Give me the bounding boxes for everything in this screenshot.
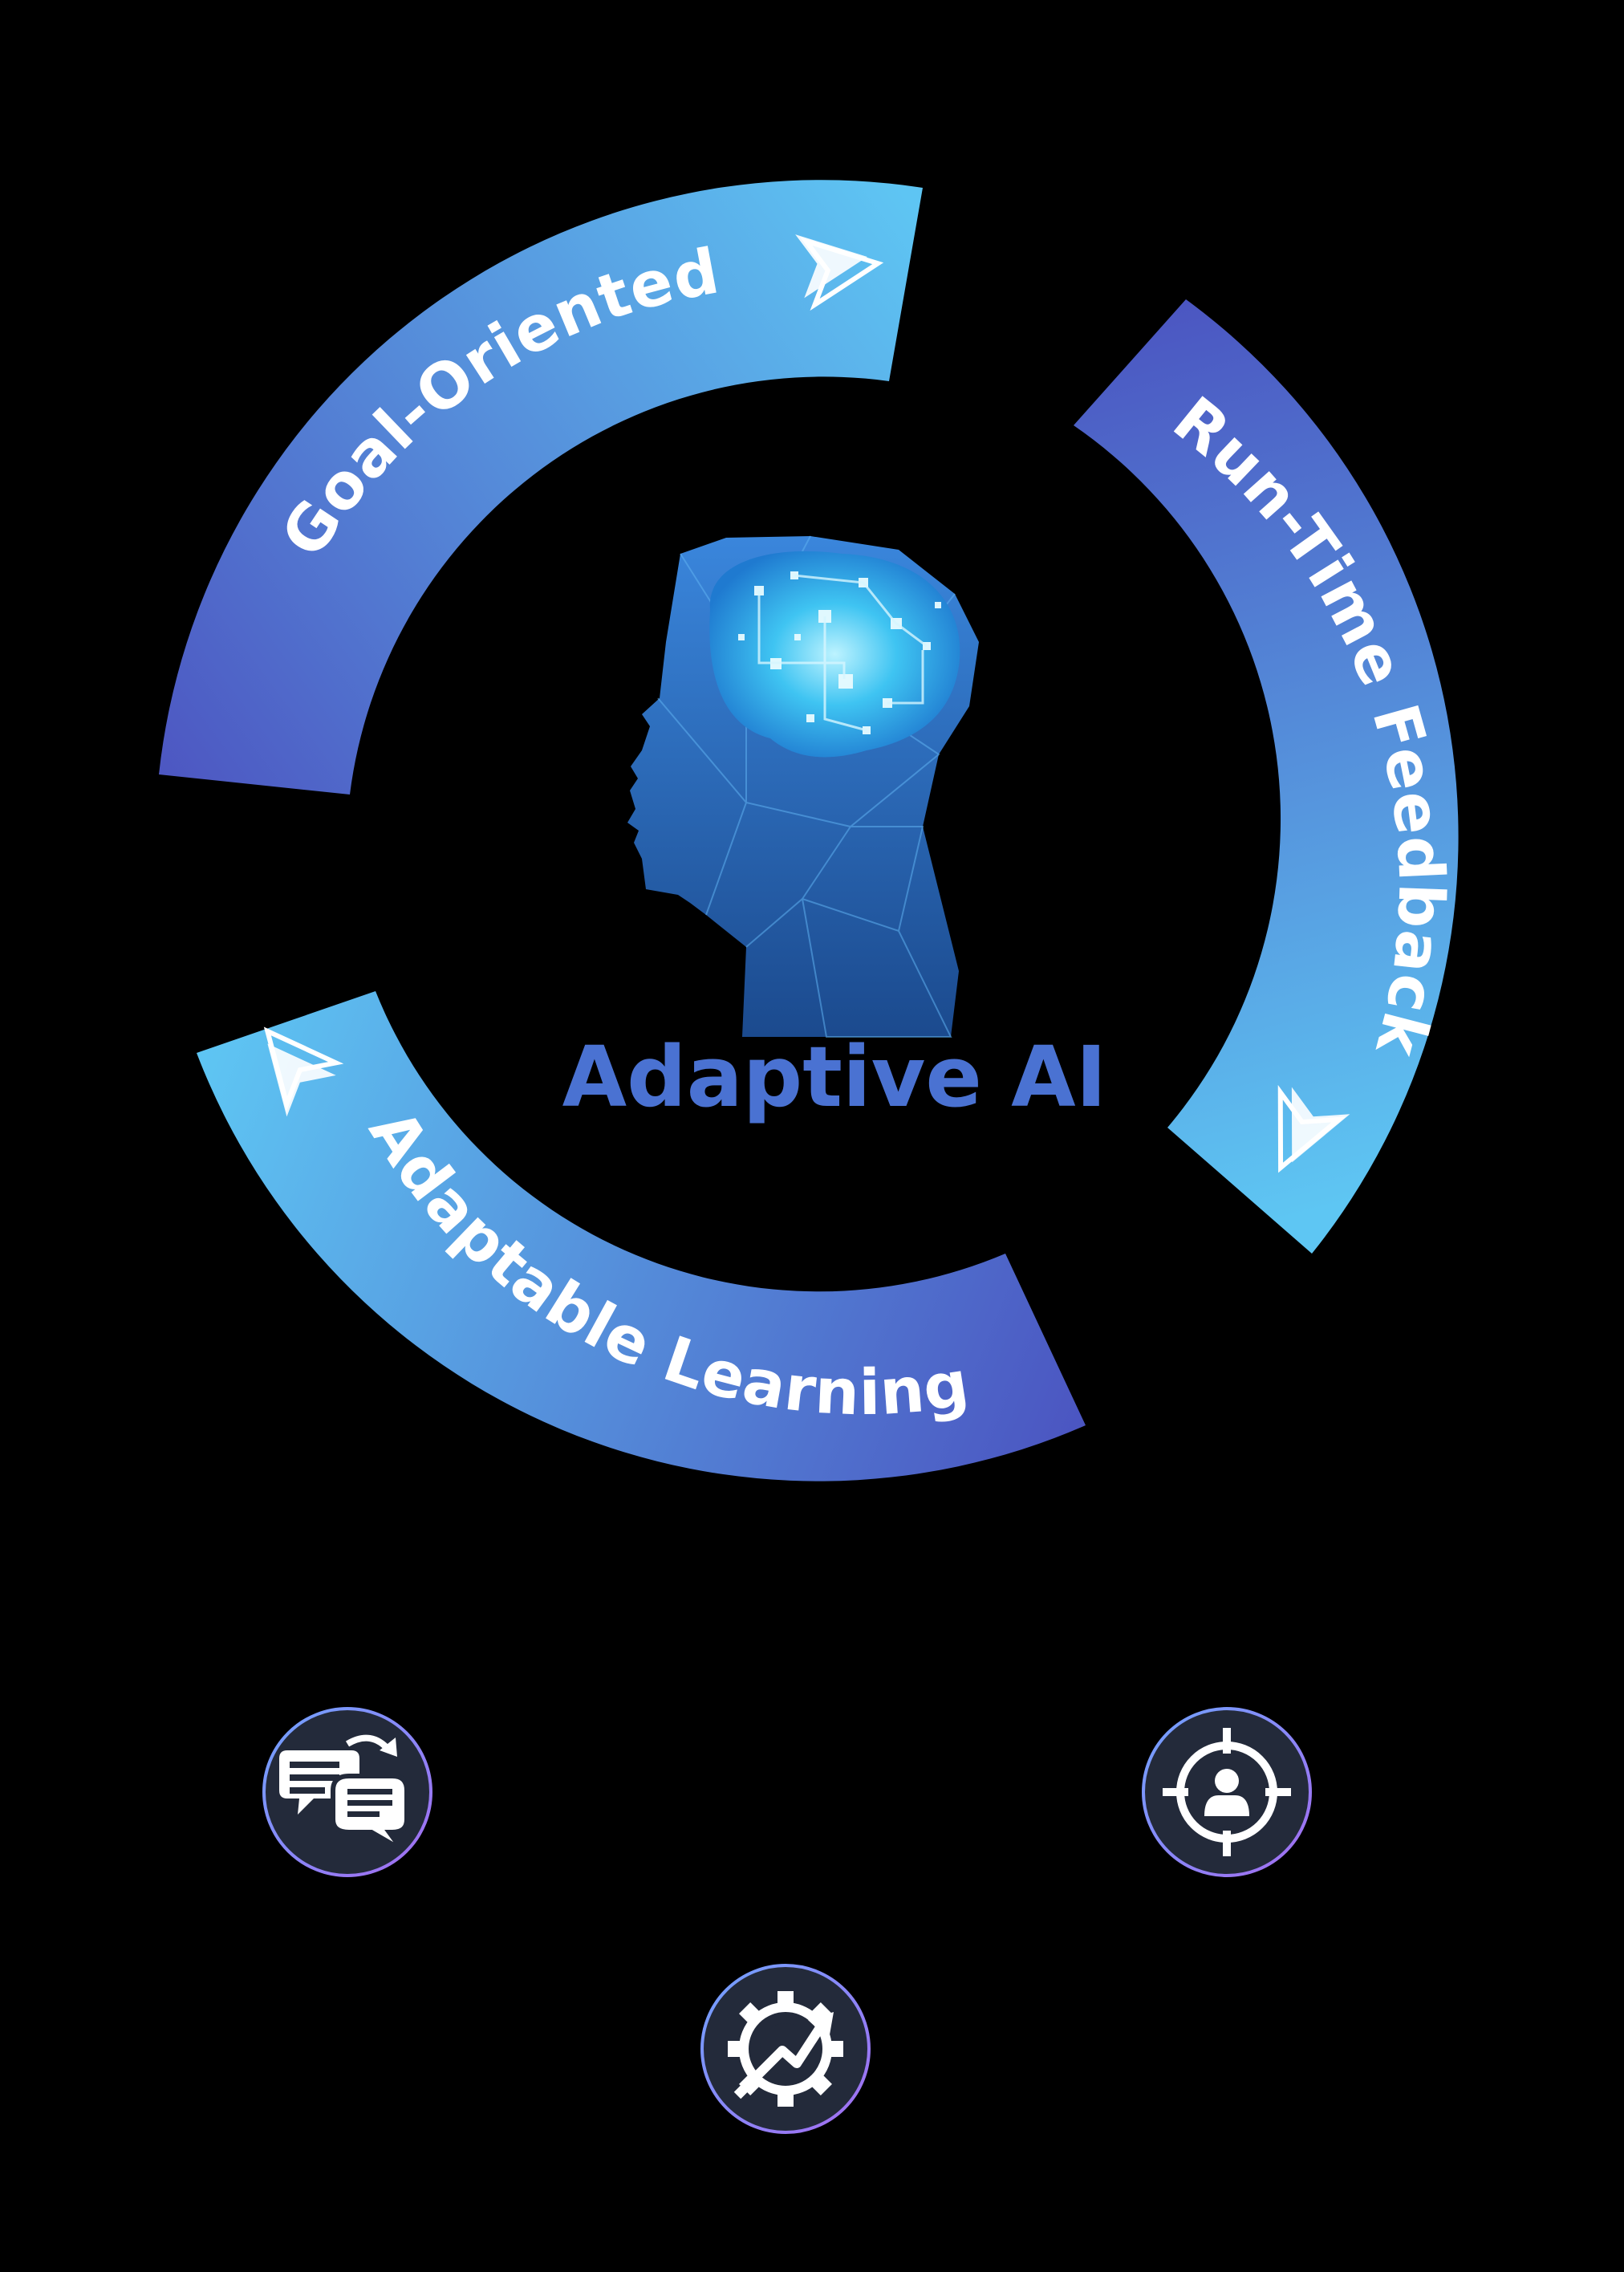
connector-lines (469, 1687, 1108, 1933)
conversation-exchange-icon (262, 1707, 432, 1877)
play-arrow-icon (263, 1026, 344, 1117)
play-arrow-icon (1277, 1084, 1350, 1173)
target-user-icon (1142, 1707, 1312, 1877)
play-arrow-icon (795, 234, 884, 311)
arc-run-time-feedback: Run-Time Feedback (1074, 299, 1459, 1254)
center-title: Adaptive AI (562, 1028, 1107, 1126)
ai-brain-head-icon (627, 535, 979, 1038)
gear-growth-arrow-icon (700, 1964, 871, 2134)
